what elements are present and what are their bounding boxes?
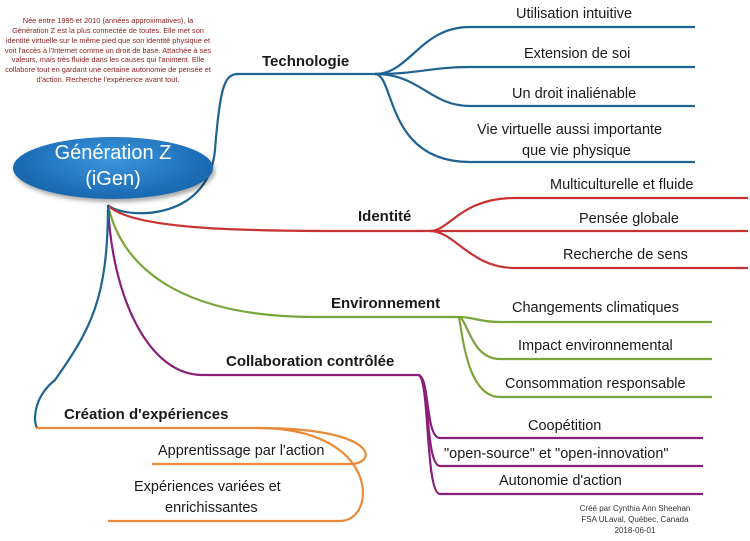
leaf-autonomie-daction: Autonomie d'action [499,473,622,489]
technologie-connectors [107,25,695,215]
leaf-consommation-responsable: Consommation responsable [505,376,686,392]
leaf-impact-environnemental: Impact environnemental [518,338,673,354]
root-title-line1: Génération Z [54,142,172,164]
leaf-vie-virtuelle-line1: Vie virtuelle aussi importante [477,122,663,138]
root-node [13,137,213,199]
credit-line1: Créé par Cynthia Ann Sheehan [579,504,691,513]
environnement-connectors [106,204,712,399]
leaf-apprentissage-par-laction: Apprentissage par l'action [158,443,325,459]
leaf-vie-virtuelle-line2: que vie physique [522,143,631,159]
leaf-open-source: "open-source" et "open-innovation" [444,446,669,462]
leaf-utilisation-intuitive: Utilisation intuitive [516,6,633,22]
identite-connectors [107,196,748,270]
intro-text: Née entre 1995 et 2010 (années approxima… [4,16,212,85]
leaf-changements-climatiques: Changements climatiques [512,300,679,316]
experiences-connectors [36,426,367,523]
leaf-multiculturelle: Multiculturelle et fluide [550,177,694,193]
branch-identite: Identité [358,208,412,225]
leaf-pensee-globale: Pensée globale [579,211,679,227]
leaf-coopetition: Coopétition [528,418,602,434]
root-title: Génération Z (iGen) [13,140,213,192]
collaboration-connectors [106,204,703,496]
leaf-experiences-variees-line2: enrichissantes [165,500,258,516]
credit-line3: 2018-06-01 [614,526,656,535]
credit: Créé par Cynthia Ann Sheehan FSA ULaval,… [560,503,710,536]
branch-technologie: Technologie [262,53,350,70]
credit-line2: FSA ULaval, Québec, Canada [581,515,689,524]
branch-experiences: Création d'expériences [64,406,229,423]
branch-environnement: Environnement [331,295,441,312]
leaf-experiences-variees-line1: Expériences variées et [134,479,281,495]
experiences-root-connector [33,204,110,430]
leaf-recherche-de-sens: Recherche de sens [563,247,688,263]
root-title-line2: (iGen) [85,168,141,190]
branch-collaboration: Collaboration contrôlée [226,353,395,370]
leaf-un-droit-inalienable: Un droit inaliénable [512,86,637,102]
leaf-extension-de-soi: Extension de soi [524,46,631,62]
